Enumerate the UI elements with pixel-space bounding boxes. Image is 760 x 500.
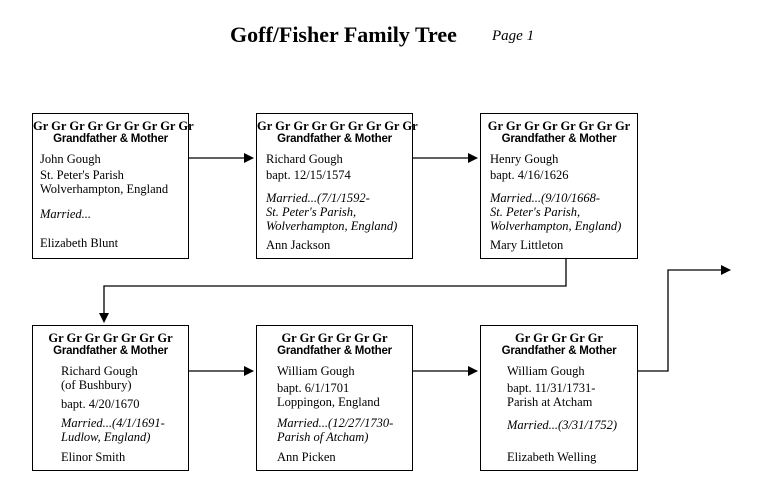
marriage-text: Married...(4/1/1691- <box>61 416 165 430</box>
generation-label: Gr Gr Gr Gr Gr Gr Gr Gr Gr <box>257 119 418 133</box>
marriage-text: Wolverhampton, England) <box>490 219 622 233</box>
role-label: Grandfather & Mother <box>53 345 168 357</box>
family-box-5: Gr Gr Gr Gr Gr Gr Grandfather & Mother W… <box>256 325 413 471</box>
generation-label: Gr Gr Gr Gr Gr Gr Gr Gr <box>487 119 631 133</box>
spouse-name: Elinor Smith <box>61 450 126 464</box>
place-text: Wolverhampton, England <box>40 182 169 196</box>
family-box-2: Gr Gr Gr Gr Gr Gr Gr Gr Gr Grandfather &… <box>256 113 418 259</box>
role-label: Grandfather & Mother <box>501 133 617 145</box>
person-name: Richard Gough <box>266 152 343 166</box>
marriage-text: Married...(3/31/1752) <box>507 418 618 432</box>
box-header: Gr Gr Gr Gr Gr Grandfather & Mother <box>481 332 637 358</box>
person-name: John Gough <box>40 152 101 166</box>
marriage-text: St. Peter's Parish, <box>490 205 581 219</box>
marriage-text: Parish of Atcham) <box>277 430 369 444</box>
marriage-text: Ludlow, England) <box>61 430 151 444</box>
person-name: Henry Gough <box>490 152 559 166</box>
box-header: Gr Gr Gr Gr Gr Gr Gr Gr Grandfather & Mo… <box>481 120 637 146</box>
role-label: Grandfather & Mother <box>277 133 392 145</box>
family-box-6: Gr Gr Gr Gr Gr Grandfather & Mother Will… <box>480 325 638 471</box>
arrow-row1-to-row2 <box>99 258 567 323</box>
family-box-3: Gr Gr Gr Gr Gr Gr Gr Gr Grandfather & Mo… <box>480 113 638 259</box>
baptism-text: bapt. 4/16/1626 <box>490 168 569 182</box>
place-text: St. Peter's Parish <box>40 168 124 182</box>
generation-label: Gr Gr Gr Gr Gr Gr <box>281 331 388 345</box>
person-name: Richard Gough <box>61 364 138 378</box>
baptism-text: bapt. 4/20/1670 <box>61 397 140 411</box>
spouse-name: Mary Littleton <box>490 238 564 252</box>
marriage-text: Married...(7/1/1592- <box>266 191 370 205</box>
box-header: Gr Gr Gr Gr Gr Gr Gr Gr Gr Grandfather &… <box>33 119 194 146</box>
place-text: Parish at Atcham <box>507 395 593 409</box>
role-label: Grandfather & Mother <box>53 133 168 145</box>
box-header: Gr Gr Gr Gr Gr Gr Grandfather & Mother <box>257 332 412 358</box>
marriage-text: St. Peter's Parish, <box>266 205 357 219</box>
person-name: William Gough <box>277 364 355 378</box>
generation-label: Gr Gr Gr Gr Gr <box>515 331 603 345</box>
place-text: Loppingon, England <box>277 395 380 409</box>
family-box-1: Gr Gr Gr Gr Gr Gr Gr Gr Gr Grandfather &… <box>32 113 194 259</box>
family-box-4: Gr Gr Gr Gr Gr Gr Gr Grandfather & Mothe… <box>32 325 189 471</box>
baptism-text: bapt. 11/31/1731- <box>507 381 596 395</box>
marriage-text: Wolverhampton, England) <box>266 219 398 233</box>
page-number: Page 1 <box>492 28 535 44</box>
role-label: Grandfather & Mother <box>501 345 617 357</box>
box-header: Gr Gr Gr Gr Gr Gr Gr Gr Gr Grandfather &… <box>257 119 418 146</box>
person-name: William Gough <box>507 364 585 378</box>
page-title: Goff/Fisher Family Tree <box>230 22 457 47</box>
spouse-name: Ann Jackson <box>266 238 331 252</box>
arrow-continue-next-page <box>638 265 731 372</box>
spouse-name: Ann Picken <box>277 450 336 464</box>
marriage-text: Married... <box>40 207 92 221</box>
marriage-text: Married...(12/27/1730- <box>277 416 394 430</box>
generation-label: Gr Gr Gr Gr Gr Gr Gr Gr Gr <box>33 119 194 133</box>
box-header: Gr Gr Gr Gr Gr Gr Gr Grandfather & Mothe… <box>33 332 188 358</box>
note-text: (of Bushbury) <box>61 378 132 392</box>
baptism-text: bapt. 12/15/1574 <box>266 168 351 182</box>
role-label: Grandfather & Mother <box>277 345 392 357</box>
generation-label: Gr Gr Gr Gr Gr Gr Gr <box>48 331 173 345</box>
spouse-name: Elizabeth Welling <box>507 450 597 464</box>
spouse-name: Elizabeth Blunt <box>40 236 119 250</box>
marriage-text: Married...(9/10/1668- <box>490 191 601 205</box>
baptism-text: bapt. 6/1/1701 <box>277 381 350 395</box>
